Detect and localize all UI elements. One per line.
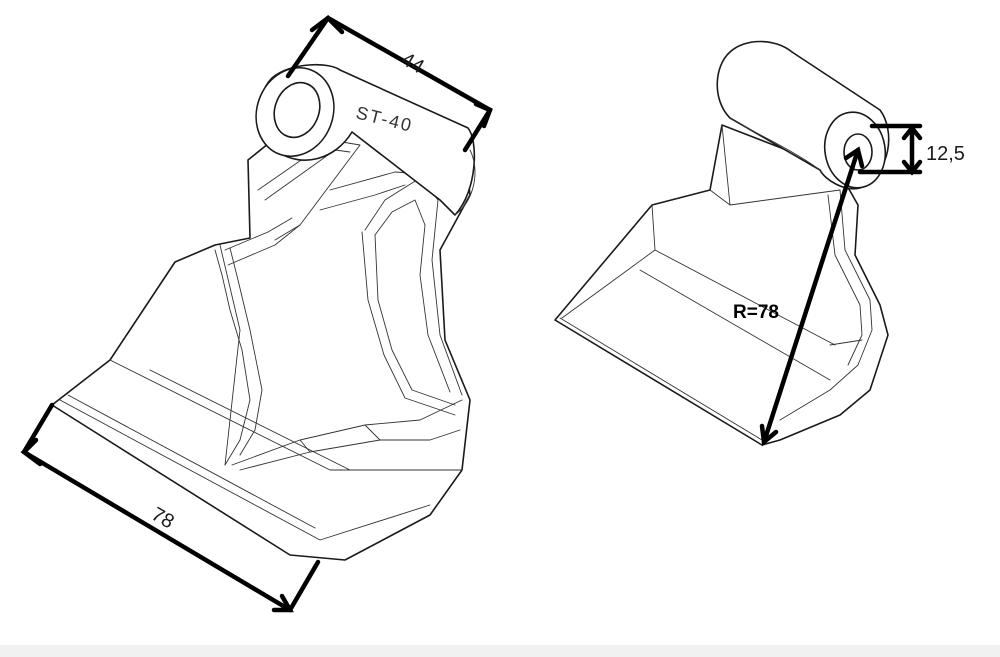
right-blade-view xyxy=(554,40,890,446)
dim-radius-r78: R=78 xyxy=(733,146,865,447)
left-blade-body xyxy=(51,109,471,561)
left-blade-edge-band xyxy=(59,359,463,541)
footer-band xyxy=(0,645,1000,657)
left-blade-view: ST-40 xyxy=(51,63,476,561)
dim-hole-12-5: 12,5 xyxy=(857,123,965,176)
left-pin-hole xyxy=(273,81,321,139)
dim-radius-label: R=78 xyxy=(733,302,779,323)
dim-hole-label: 12,5 xyxy=(926,143,965,165)
left-blade-right-rib xyxy=(364,177,463,396)
left-blade-left-rib xyxy=(214,247,263,466)
left-blade-chevron xyxy=(231,399,463,471)
